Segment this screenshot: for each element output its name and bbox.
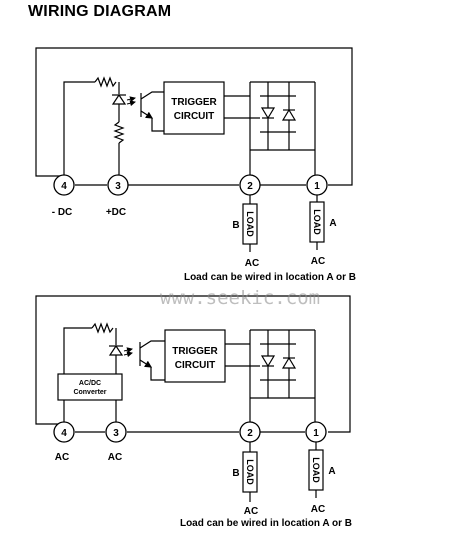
triac-1 — [260, 82, 297, 150]
wiring-diagram-1: TRIGGER CIRCUIT 4 3 2 1 - DC +DC LOAD B — [35, 47, 356, 283]
load-a-box — [309, 201, 325, 243]
trigger-label-2: CIRCUIT — [175, 360, 216, 371]
load-b-letter: B — [232, 220, 239, 231]
load-b-text: LOAD — [245, 211, 255, 237]
trigger-circuit-box — [164, 329, 226, 383]
terminal-3-number: 3 — [115, 181, 121, 192]
load-b-ac: AC — [244, 506, 258, 517]
converter-label-1: AC/DC — [79, 380, 101, 387]
triac-2 — [260, 330, 297, 398]
load-a-ac: AC — [311, 504, 325, 515]
led-emitter-1 — [111, 93, 136, 107]
phototransistor-2 — [139, 340, 165, 381]
terminal-4-label: - DC — [52, 207, 73, 218]
resistor-top — [91, 322, 114, 334]
terminal-3 — [107, 174, 129, 196]
load-a-ac: AC — [311, 256, 325, 267]
load-a-box — [308, 449, 324, 491]
terminal-3-label: +DC — [106, 207, 126, 218]
enclosure-outline — [35, 47, 353, 186]
ac-dc-converter-box — [57, 373, 123, 401]
phototransistor-1 — [140, 91, 164, 132]
terminal-3-label: AC — [108, 452, 122, 463]
load-a-letter: A — [328, 466, 335, 477]
load-b-letter: B — [232, 468, 239, 479]
wiring-diagram-2: AC/DC Converter TRIGGER CIRCUIT — [35, 295, 352, 529]
terminal-1-number: 1 — [314, 181, 320, 192]
terminal-3 — [105, 421, 127, 443]
diagram-heading: WIRING DIAGRAM — [28, 3, 172, 20]
trigger-label-1: TRIGGER — [172, 346, 218, 357]
terminal-2-number: 2 — [247, 428, 253, 439]
resistor-top — [94, 76, 117, 88]
terminal-4-number: 4 — [61, 428, 67, 439]
load-b-box — [242, 203, 258, 245]
load-a-text: LOAD — [312, 209, 322, 235]
led-emitter-2 — [108, 344, 133, 358]
diagram2-caption: Load can be wired in location A or B — [180, 518, 352, 529]
terminal-4-number: 4 — [61, 181, 67, 192]
converter-label-2: Converter — [73, 389, 106, 396]
load-a-letter: A — [329, 218, 336, 229]
load-b-text: LOAD — [245, 459, 255, 485]
terminal-4 — [53, 174, 75, 196]
load-a-text: LOAD — [311, 457, 321, 483]
enclosure-outline — [35, 295, 351, 433]
neg-dc-wire — [63, 81, 95, 176]
terminal-2-number: 2 — [247, 181, 253, 192]
terminal-3-number: 3 — [113, 428, 119, 439]
terminal-4-label: AC — [55, 452, 69, 463]
trigger-label-1: TRIGGER — [171, 97, 217, 108]
terminal-1-number: 1 — [313, 428, 319, 439]
load-b-box — [242, 451, 258, 493]
watermark-text: www.seekic.com — [160, 287, 320, 309]
trigger-circuit-box — [163, 81, 225, 135]
terminal-4 — [53, 421, 75, 443]
load-b-ac: AC — [245, 258, 259, 269]
diagram1-caption: Load can be wired in location A or B — [184, 272, 356, 283]
resistor-vertical — [113, 121, 125, 144]
trigger-label-2: CIRCUIT — [174, 111, 215, 122]
